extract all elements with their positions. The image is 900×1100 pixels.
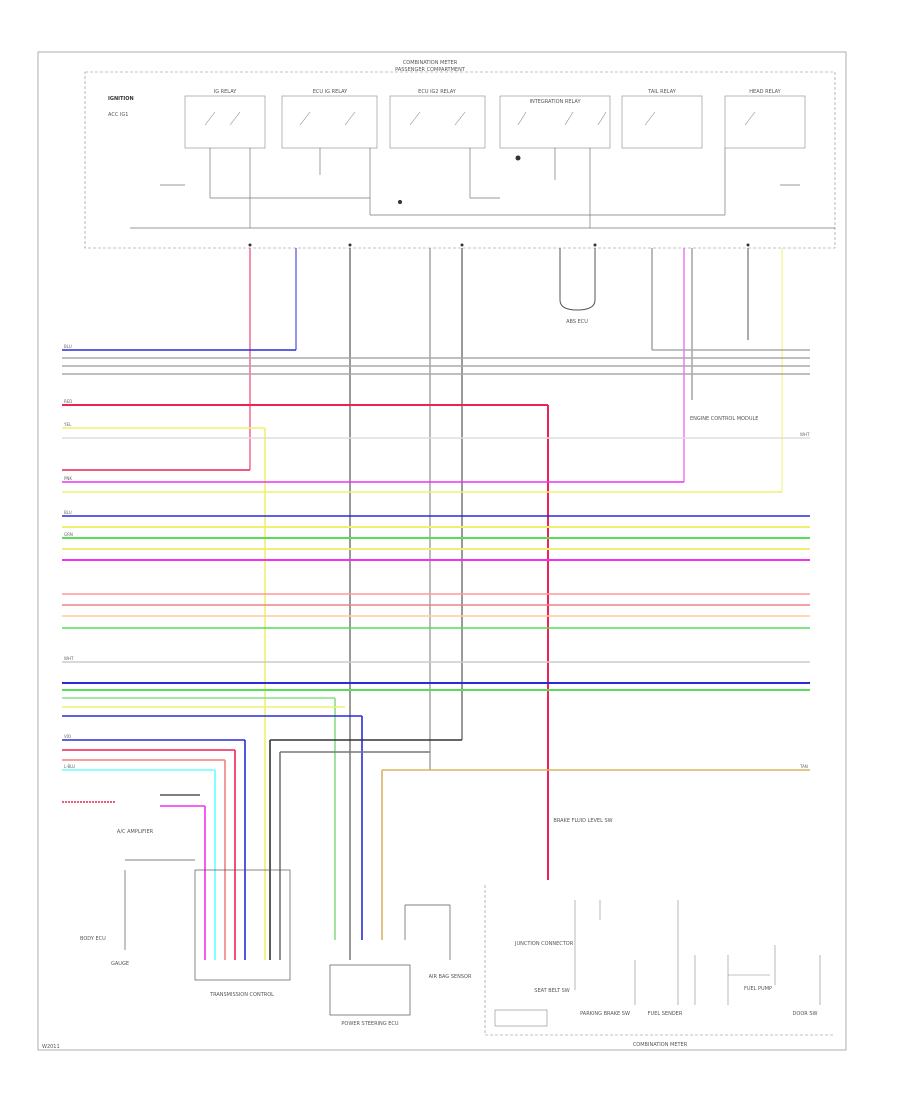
wire-label-blu: BLU (64, 344, 72, 349)
label-seat-belt: SEAT BELT SW (534, 988, 570, 994)
wire-label-grn: GRN (64, 532, 73, 537)
footer-code: W2011 (42, 1044, 60, 1050)
wire-label-yel: YEL (63, 422, 72, 427)
wire-label-red: RED (64, 399, 72, 404)
vertical-drops (249, 248, 783, 960)
left-wire-labels: BLU RED YEL PNK BLU GRN WHT VIO L-BLU TA… (63, 344, 810, 769)
label-combination-meter: COMBINATION METER (633, 1042, 688, 1048)
loop-wire (559, 299, 596, 311)
relay-box-1 (184, 95, 266, 149)
label-abs: ABS ECU (566, 319, 588, 325)
label-parking-brake: PARKING BRAKE SW (580, 1011, 630, 1017)
relay-label-2: ECU IG RELAY (313, 89, 348, 95)
wire-label-blu2: BLU (64, 510, 72, 515)
bottom-middle-module (329, 904, 451, 1016)
wire-label-lblu: L-BLU (64, 764, 75, 769)
wire-label-wht-right: WHT (800, 432, 810, 437)
horizontal-wires (62, 349, 810, 960)
wire-label-pnk: PNK (64, 476, 72, 481)
label-air-bag: AIR BAG SENSOR (429, 974, 472, 980)
bottom-left-connector (124, 859, 291, 981)
relay-label-3: ECU IG2 RELAY (418, 89, 457, 95)
relay-box-3 (389, 95, 486, 149)
diagram-border (37, 51, 847, 1051)
relay-boxes (184, 95, 806, 149)
junction-internal-wiring (130, 148, 835, 229)
relay-label-1: IG RELAY (214, 89, 238, 95)
label-junction-connector: JUNCTION CONNECTOR (514, 941, 574, 947)
relay-box-5 (621, 95, 703, 149)
label-brake-fluid: BRAKE FLUID LEVEL SW (553, 818, 612, 824)
junction-block-outline (84, 71, 836, 249)
combination-meter-area (484, 885, 835, 1036)
wire-label-wht: WHT (64, 656, 74, 661)
relay-box-2 (281, 95, 378, 149)
label-fuel-pump: FUEL PUMP (744, 986, 772, 992)
wire-label-tan: TAN (799, 764, 808, 769)
ignition-sub: ACC IG1 (108, 112, 128, 118)
header-label-2: PASSENGER COMPARTMENT (395, 67, 466, 73)
header-label-1: COMBINATION METER (403, 60, 458, 66)
label-gauge: GAUGE (111, 961, 129, 967)
label-power-steering: POWER STEERING ECU (341, 1021, 398, 1027)
wire-label-vio: VIO (64, 734, 71, 739)
label-transmission: TRANSMISSION CONTROL (209, 992, 274, 998)
ignition-label: IGNITION (108, 96, 134, 102)
relay-label-4: INTEGRATION RELAY (529, 99, 581, 105)
relay-label-5: TAIL RELAY (647, 89, 677, 95)
connector-markers (248, 155, 750, 247)
label-door-sw: DOOR SW (793, 1011, 818, 1017)
label-engine-control: ENGINE CONTROL MODULE (690, 416, 758, 422)
relay-box-6 (724, 95, 806, 149)
relay-label-6: HEAD RELAY (749, 89, 781, 95)
label-ac-amp: A/C AMPLIFIER (117, 829, 154, 835)
label-fuel-sender: FUEL SENDER (648, 1011, 683, 1017)
label-body-ecu: BODY ECU (80, 936, 106, 942)
